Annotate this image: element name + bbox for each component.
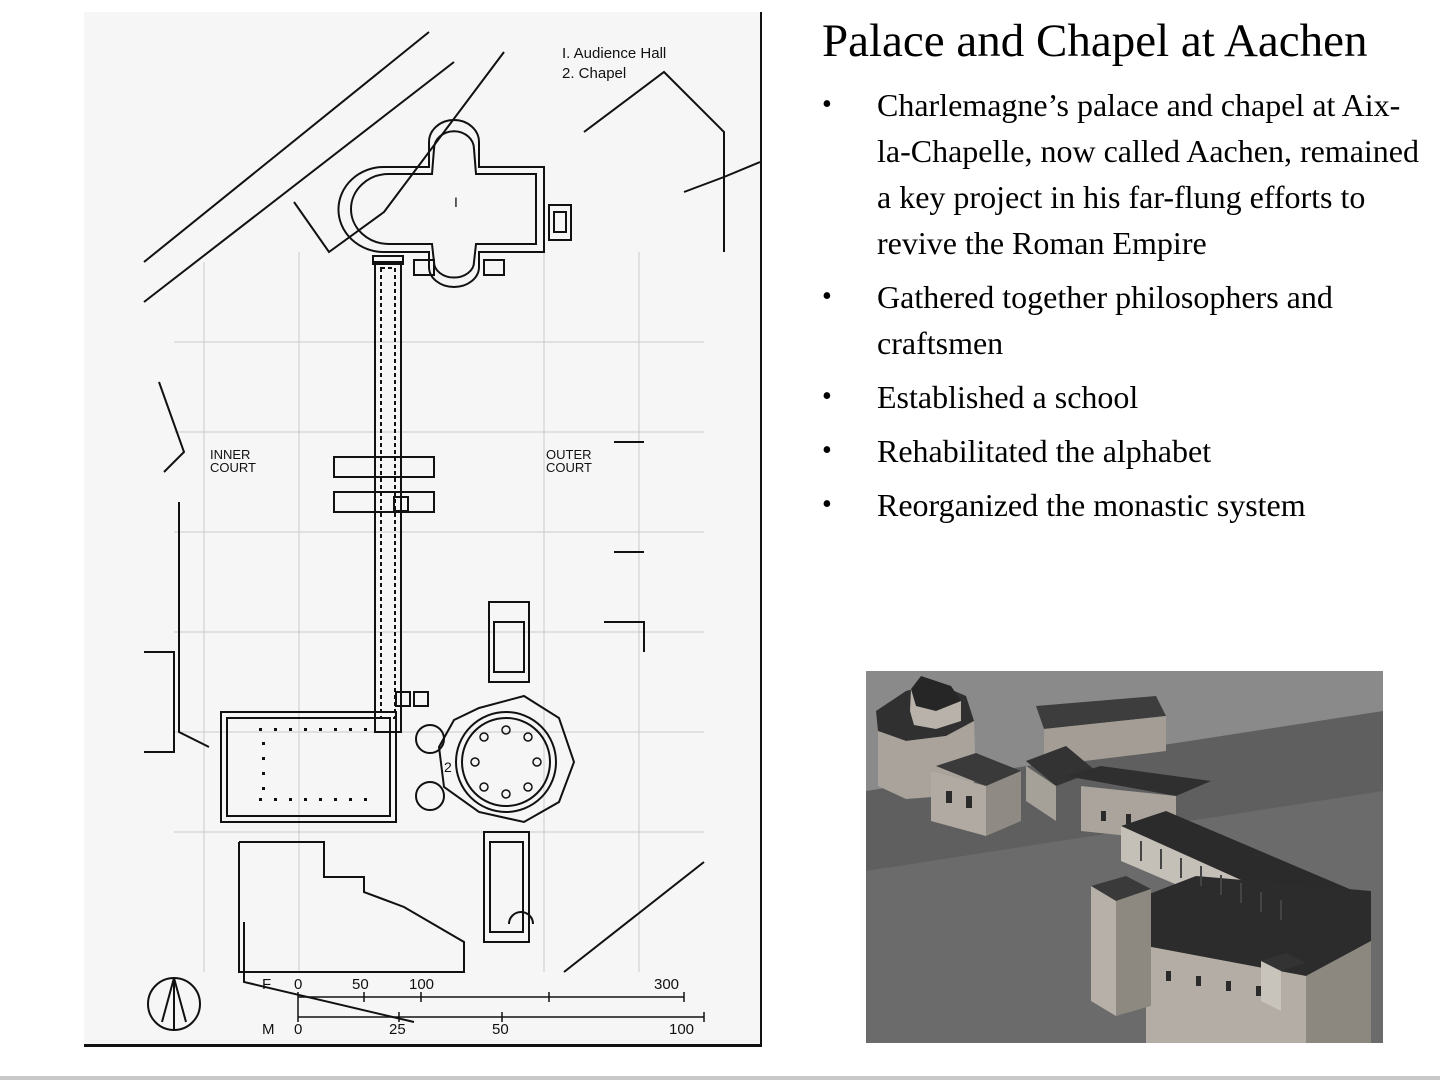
bullet-text: Rehabilitated the alphabet bbox=[877, 433, 1212, 469]
gallery bbox=[333, 255, 435, 733]
scale-meter-tick: 0 bbox=[294, 1021, 302, 1038]
palace-plan-image: I. Audience Hall 2. Chapel INNER COURT O… bbox=[84, 12, 762, 1047]
chapel bbox=[395, 601, 576, 943]
bullet-text: Charlemagne’s palace and chapel at Aix-l… bbox=[877, 87, 1419, 261]
atrium bbox=[220, 711, 445, 823]
scale-meter-tick: 50 bbox=[492, 1021, 509, 1038]
scale-feet-tick: 100 bbox=[409, 976, 434, 993]
outer-court-label-1: OUTER bbox=[546, 447, 592, 462]
plan-grid bbox=[174, 252, 704, 972]
plan-boundaries bbox=[143, 31, 760, 1023]
scale-feet-label: F bbox=[262, 976, 271, 993]
bullet-dot-icon: • bbox=[822, 381, 832, 412]
audience-hall bbox=[337, 119, 572, 288]
bullet-text: Gathered together philosophers and craft… bbox=[877, 279, 1333, 361]
bullet-text: Established a school bbox=[877, 379, 1139, 415]
scale-meter-tick: 25 bbox=[389, 1021, 406, 1038]
bullet-item: • Gathered together philosophers and cra… bbox=[822, 274, 1422, 366]
bullet-item: • Established a school bbox=[822, 374, 1422, 420]
architectural-model-photo bbox=[866, 671, 1383, 1043]
bottom-divider bbox=[0, 1076, 1440, 1080]
bullet-dot-icon: • bbox=[822, 489, 832, 520]
bullet-dot-icon: • bbox=[822, 89, 832, 120]
scale-meters-label: M bbox=[262, 1021, 275, 1038]
scale-feet-tick: 300 bbox=[654, 976, 679, 993]
scale-feet-tick: 50 bbox=[352, 976, 369, 993]
legend-audience-hall: I. Audience Hall bbox=[562, 45, 666, 62]
plan-legend: I. Audience Hall 2. Chapel bbox=[562, 45, 666, 82]
court-labels: INNER COURT OUTER COURT I 2 bbox=[210, 194, 592, 775]
scale-feet-tick: 0 bbox=[294, 976, 302, 993]
inner-court-label-1: INNER bbox=[210, 447, 250, 462]
scale-meter-tick: 100 bbox=[669, 1021, 694, 1038]
bullet-list: • Charlemagne’s palace and chapel at Aix… bbox=[822, 82, 1422, 536]
chapel-number-label: 2 bbox=[444, 759, 452, 775]
scale-bar: F M 0 50 100 300 0 25 50 100 bbox=[262, 976, 694, 1038]
bullet-item: • Charlemagne’s palace and chapel at Aix… bbox=[822, 82, 1422, 266]
slide-title: Palace and Chapel at Aachen bbox=[822, 15, 1368, 67]
bullet-dot-icon: • bbox=[822, 435, 832, 466]
inner-court-label-2: COURT bbox=[210, 460, 256, 475]
bullet-item: • Reorganized the monastic system bbox=[822, 482, 1422, 528]
legend-chapel: 2. Chapel bbox=[562, 65, 626, 82]
bullet-text: Reorganized the monastic system bbox=[877, 487, 1306, 523]
hall-number-label: I bbox=[454, 194, 458, 210]
scale-bar-lines bbox=[297, 992, 705, 1022]
north-arrow-icon bbox=[147, 977, 201, 1031]
bullet-dot-icon: • bbox=[822, 281, 832, 312]
bullet-item: • Rehabilitated the alphabet bbox=[822, 428, 1422, 474]
outer-court-label-2: COURT bbox=[546, 460, 592, 475]
